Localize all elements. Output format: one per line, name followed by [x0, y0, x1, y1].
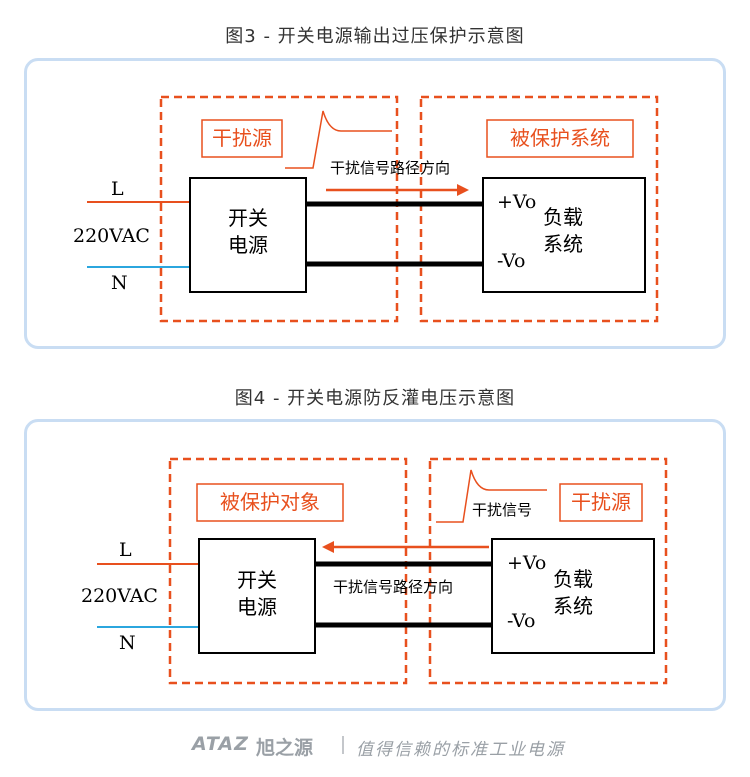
- figure4-title: 图4 - 开关电源防反灌电压示意图: [234, 388, 516, 409]
- figure3-diagram: 干扰源 被保护系统 L 220VAC N 开关 电源 干扰信号路径方向 +Vo …: [73, 95, 659, 323]
- brand-divider: [342, 736, 344, 754]
- protected-label-box: [196, 483, 344, 522]
- path-direction-label: 干扰信号路径方向: [330, 159, 450, 177]
- load-label-line1: 负载: [543, 205, 583, 229]
- psu-label-line2: 电源: [237, 595, 277, 619]
- source-label: 干扰源: [571, 490, 631, 514]
- load-label-line2: 系统: [543, 232, 583, 256]
- line-L-label: L: [111, 178, 124, 200]
- source-label-box: [201, 119, 283, 158]
- load-pos-label: +Vo: [507, 552, 546, 574]
- figure3-panel: 干扰源 被保护系统 L 220VAC N 开关 电源 干扰信号路径方向 +Vo …: [24, 58, 726, 349]
- psu-label-line1: 开关: [237, 568, 277, 592]
- figure3-title: 图3 - 开关电源输出过压保护示意图: [225, 26, 525, 47]
- load-pos-label: +Vo: [497, 191, 536, 213]
- load-neg-label: -Vo: [507, 610, 535, 632]
- figure4-panel: 被保护对象 干扰源 干扰信号 L 220VAC N 开关 电源 干扰信号路径方向…: [24, 419, 726, 711]
- load-label-line2: 系统: [553, 594, 593, 618]
- protected-system-region: [419, 95, 659, 323]
- psu-box: [189, 177, 307, 293]
- input-voltage-label: 220VAC: [81, 585, 158, 607]
- source-label-box: [559, 483, 643, 522]
- interference-source-region: [159, 95, 399, 323]
- path-arrow-head: [322, 541, 334, 553]
- protected-label: 被保护对象: [220, 490, 320, 514]
- brand-slogan: 值得信赖的标准工业电源: [356, 740, 565, 760]
- load-box: [482, 177, 646, 293]
- interference-source-region: [428, 457, 668, 685]
- footer-brand: ATAZ 旭之源 值得信赖的标准工业电源: [0, 733, 750, 760]
- line-N-label: N: [111, 272, 128, 294]
- input-voltage-label: 220VAC: [73, 225, 150, 247]
- load-neg-label: -Vo: [497, 250, 525, 272]
- interference-spike: [436, 469, 547, 523]
- path-direction-label: 干扰信号路径方向: [333, 578, 453, 596]
- brand-logo: ATAZ: [192, 733, 249, 755]
- line-N-label: N: [119, 632, 136, 654]
- interference-spike: [285, 110, 392, 169]
- psu-label-line2: 电源: [228, 233, 268, 257]
- signal-label: 干扰信号: [472, 501, 532, 519]
- line-L-label: L: [119, 539, 132, 561]
- protected-object-region: [168, 457, 408, 685]
- source-label: 干扰源: [212, 126, 272, 150]
- brand-name: 旭之源: [256, 737, 314, 759]
- protected-label-box: [486, 119, 634, 158]
- load-label-line1: 负载: [553, 567, 593, 591]
- protected-label: 被保护系统: [510, 126, 610, 150]
- load-box: [491, 538, 655, 654]
- psu-label-line1: 开关: [228, 206, 268, 230]
- psu-box: [198, 538, 316, 654]
- figure4-diagram: 被保护对象 干扰源 干扰信号 L 220VAC N 开关 电源 干扰信号路径方向…: [81, 457, 668, 685]
- path-arrow-head: [457, 184, 469, 196]
